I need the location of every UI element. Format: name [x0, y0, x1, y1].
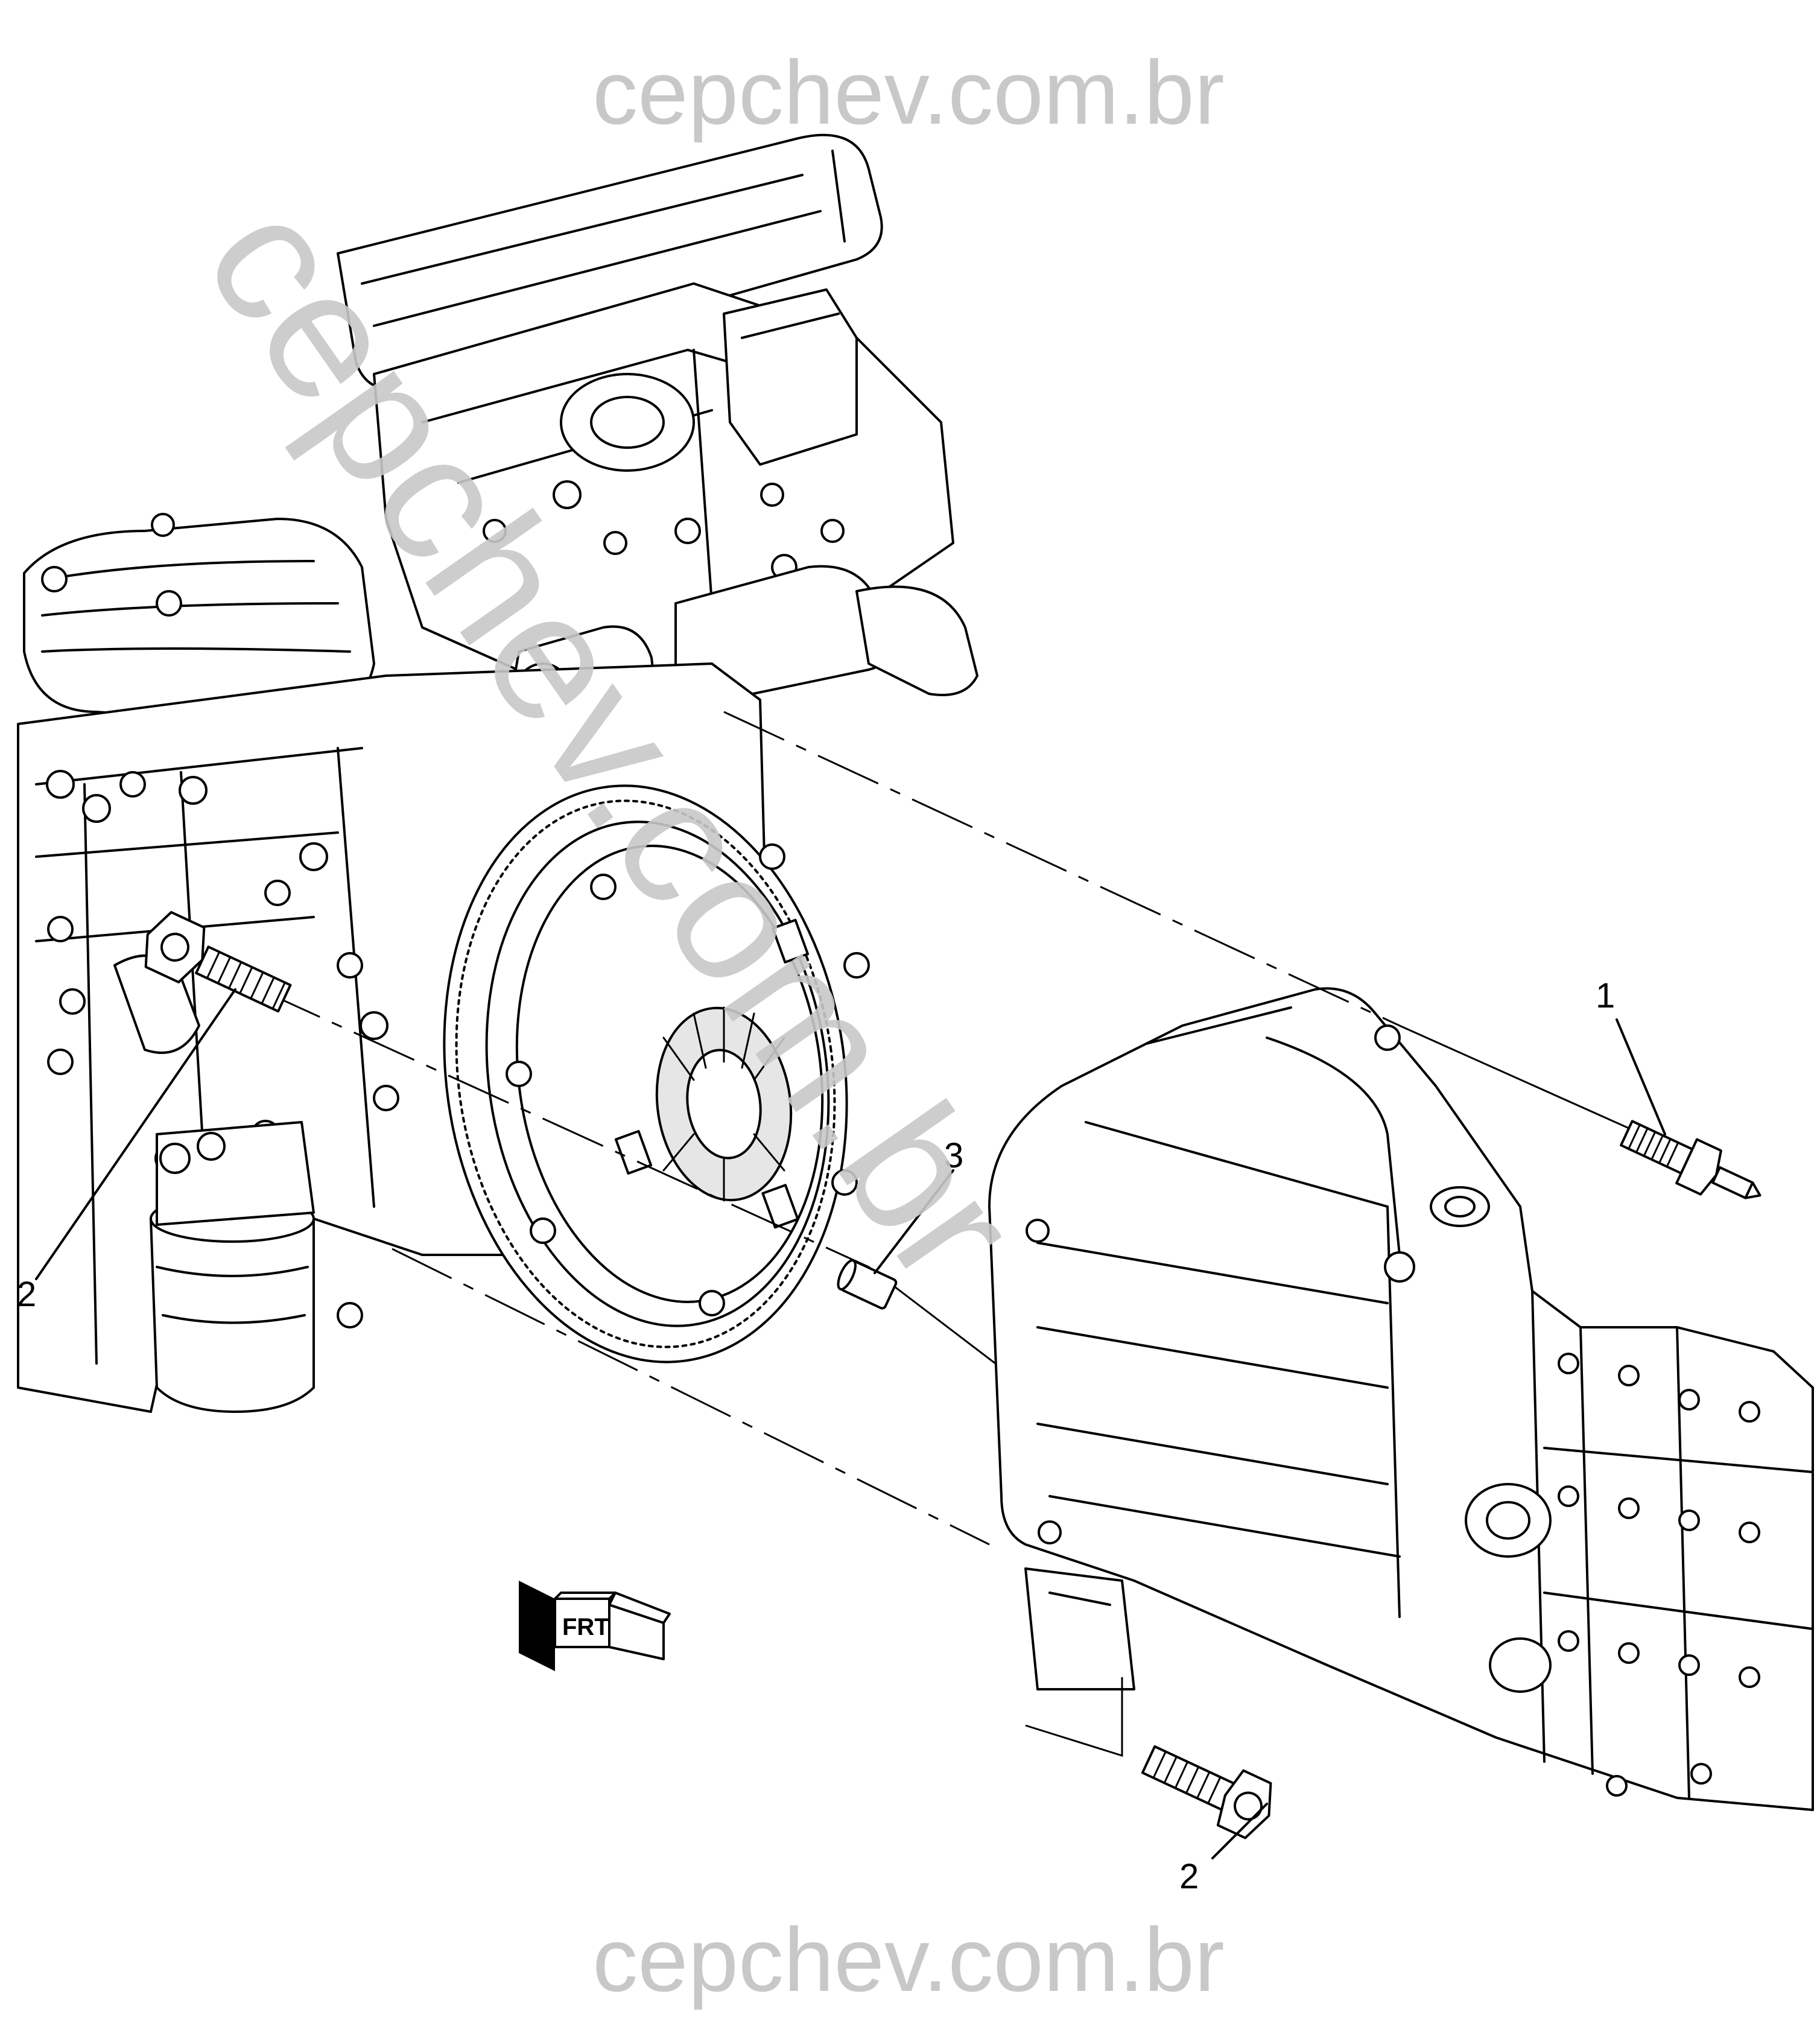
callout-2-bottom: 2 [1179, 1857, 1199, 1896]
bellhousing-bolt-2-bottom [1141, 1745, 1272, 1839]
bellhousing-bolt-2-left [144, 911, 292, 1013]
callout-1: 1 [1596, 976, 1615, 1015]
callout-3: 3 [944, 1136, 963, 1175]
callout-2-left: 2 [17, 1275, 36, 1314]
front-direction-arrow-icon: FRT [519, 1581, 671, 1671]
clutch-flywheel-assembly [443, 784, 870, 1363]
transmission-stud-bolt-1 [1620, 1120, 1762, 1199]
watermark-top: cepchev.com.br [592, 42, 1225, 143]
transmission-assembly [988, 987, 1814, 1811]
watermark-bottom: cepchev.com.br [592, 1909, 1225, 2010]
callout-leaders [35, 988, 1666, 1859]
locating-dowel-3 [837, 1259, 898, 1310]
frt-label: FRT [562, 1614, 609, 1640]
